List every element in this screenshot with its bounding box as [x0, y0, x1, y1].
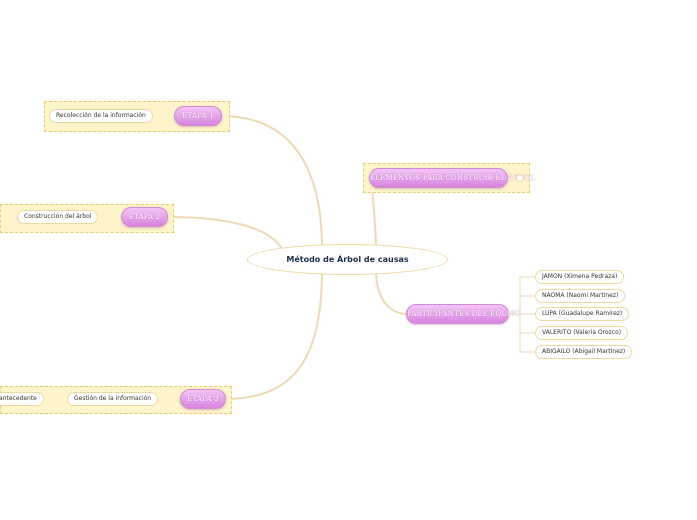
leaf-participant-abigailo[interactable]: ABIGAILO (Abigail Martínez): [535, 345, 633, 359]
leaf-participant-jamon[interactable]: JAMON (Ximena Pedraza): [535, 270, 625, 284]
leaf-construccion[interactable]: Construcción del árbol: [17, 210, 99, 224]
central-topic[interactable]: Método de Árbol de causas: [247, 244, 448, 275]
connector-participantes-fan: [508, 276, 535, 353]
leaf-gestion[interactable]: Gestión de la información: [67, 392, 159, 406]
topic-participantes[interactable]: PARTICIPANTES DEL EQUIPO: [406, 304, 521, 324]
connector-etapa2: [167, 216, 283, 250]
leaf-antecedente[interactable]: antecedente: [0, 392, 44, 406]
collapse-toggle-icon[interactable]: [516, 174, 524, 182]
leaf-participant-valerito[interactable]: VALERITO (Valeria Orozco): [535, 326, 629, 340]
topic-etapa3[interactable]: ETAPA 3: [180, 389, 226, 409]
topic-elementos[interactable]: ELEMENTOS PARA CONSTRUIR EL ÁRBOL: [369, 168, 535, 188]
leaf-participant-naoma[interactable]: NAOMA (Naomi Martínez): [535, 289, 626, 303]
connector-etapa3: [225, 269, 323, 400]
leaf-participant-lupa[interactable]: LUPA (Guadalupe Ramírez): [535, 307, 630, 321]
topic-etapa1[interactable]: ETAPA 1: [174, 106, 222, 126]
connector-participantes: [375, 269, 409, 315]
leaf-recoleccion[interactable]: Recolección de la información: [49, 109, 153, 123]
connector-etapa1: [220, 115, 323, 250]
topic-etapa2[interactable]: ETAPA 2: [121, 207, 168, 227]
